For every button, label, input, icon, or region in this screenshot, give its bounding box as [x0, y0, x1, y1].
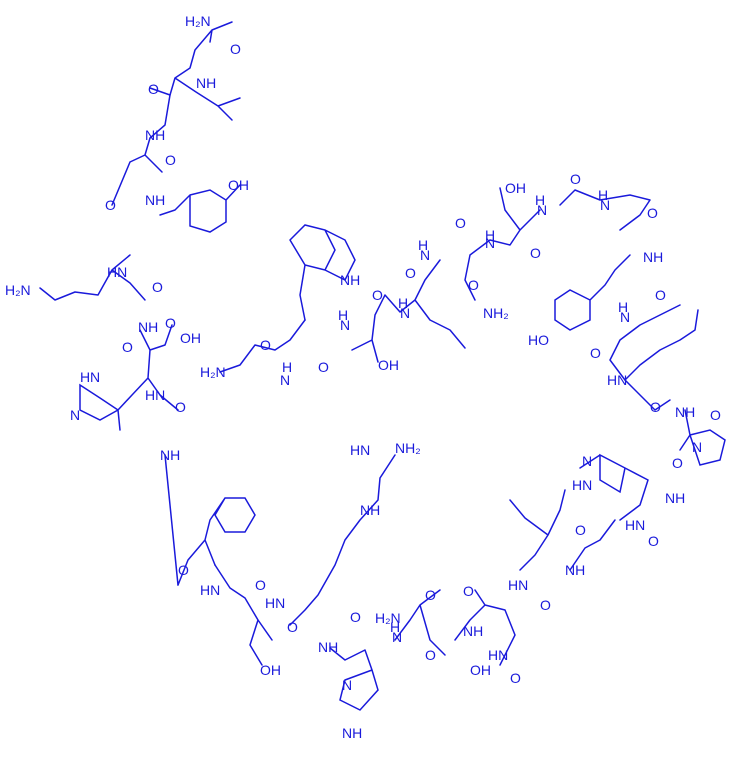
- label-o: O: [350, 609, 361, 625]
- label-o: O: [372, 287, 383, 303]
- label-o: O: [655, 287, 666, 303]
- label-n: N: [485, 235, 495, 251]
- label-n: N: [600, 197, 610, 213]
- label-trp-amine: H₂N: [200, 364, 226, 380]
- label-nh: NH: [160, 447, 180, 463]
- label-hn: HN: [488, 647, 508, 663]
- label-nh2: NH₂: [395, 440, 421, 456]
- label-o: O: [647, 205, 658, 221]
- label-n: N: [537, 202, 547, 218]
- label-oh: OH: [505, 180, 526, 196]
- label-o: O: [318, 359, 329, 375]
- label-nh: NH: [318, 639, 338, 655]
- label-h: H: [338, 307, 348, 323]
- label-n: N: [342, 677, 352, 693]
- label-nh: NH: [342, 725, 362, 741]
- label-amide-top: H₂N: [185, 13, 211, 29]
- label-h: H: [485, 227, 495, 243]
- label-o: O: [510, 670, 521, 686]
- label-h: H: [535, 192, 545, 208]
- label-ser-oh: OH: [260, 662, 281, 678]
- label-n: N: [90, 369, 100, 385]
- label-nh: NH: [643, 249, 663, 265]
- label-n: N: [692, 439, 702, 455]
- label-h: H: [598, 187, 608, 203]
- label-o: O: [575, 522, 586, 538]
- label-o: O: [425, 647, 436, 663]
- label-nh: NH: [145, 127, 165, 143]
- label-hn: HN: [350, 442, 370, 458]
- label-n: N: [582, 453, 592, 469]
- label-layer: H₂N O NH O NH O OH O NH HN O H₂N NH O OH…: [5, 13, 721, 741]
- label-o: O: [570, 171, 581, 187]
- label-nh: NH: [665, 490, 685, 506]
- label-h: H: [418, 237, 428, 253]
- label-o: O: [175, 399, 186, 415]
- label-o: O: [710, 407, 721, 423]
- label-asn-amide: NH₂: [483, 305, 509, 321]
- label-o: O: [152, 279, 163, 295]
- label-o: O: [165, 315, 176, 331]
- label-asn-amide-bottom: H₂N: [375, 610, 401, 626]
- label-n: N: [340, 317, 350, 333]
- label-nh: NH: [360, 502, 380, 518]
- label-o: O: [540, 597, 551, 613]
- label-o: O: [463, 583, 474, 599]
- label-o: O: [122, 339, 133, 355]
- label-n: N: [620, 309, 630, 325]
- label-asp-oh: OH: [470, 662, 491, 678]
- label-n: N: [420, 247, 430, 263]
- label-o: O: [165, 152, 176, 168]
- label-o: O: [178, 562, 189, 578]
- label-n: N: [400, 305, 410, 321]
- label-nh: NH: [340, 272, 360, 288]
- label-nh: NH: [196, 75, 216, 91]
- label-o: O: [148, 81, 159, 97]
- label-hn: HN: [107, 264, 127, 280]
- label-hn: HN: [145, 387, 165, 403]
- label-oh: OH: [228, 177, 249, 193]
- label-o: O: [672, 455, 683, 471]
- label-h: H: [80, 369, 90, 385]
- label-o: O: [230, 41, 241, 57]
- label-h: H: [618, 299, 628, 315]
- label-o: O: [260, 337, 271, 353]
- label-o: O: [648, 533, 659, 549]
- label-o: O: [650, 399, 661, 415]
- label-h: H: [390, 619, 400, 635]
- label-nh: NH: [565, 562, 585, 578]
- label-n: N: [70, 407, 80, 423]
- label-oh: OH: [378, 357, 399, 373]
- label-nh: NH: [138, 319, 158, 335]
- label-h: H: [398, 295, 408, 311]
- label-o: O: [425, 587, 436, 603]
- bond-layer: [39, 21, 726, 711]
- label-o: O: [468, 277, 479, 293]
- label-hn: HN: [607, 372, 627, 388]
- label-tyr-ho: HO: [528, 332, 549, 348]
- label-hn: HN: [265, 595, 285, 611]
- label-o: O: [455, 215, 466, 231]
- label-nh: NH: [145, 192, 165, 208]
- label-hn: HN: [508, 577, 528, 593]
- label-n: N: [392, 629, 402, 645]
- label-nh: NH: [463, 623, 483, 639]
- label-hn: HN: [625, 517, 645, 533]
- label-lys-amine: H₂N: [5, 282, 31, 298]
- label-o: O: [287, 619, 298, 635]
- label-nh: NH: [675, 404, 695, 420]
- label-o: O: [255, 577, 266, 593]
- label-o: O: [405, 265, 416, 281]
- label-o: O: [590, 345, 601, 361]
- label-n: N: [280, 372, 290, 388]
- label-hn: HN: [572, 477, 592, 493]
- label-hn: HN: [200, 582, 220, 598]
- label-o: O: [530, 245, 541, 261]
- label-h: H: [282, 359, 292, 375]
- label-o: O: [105, 197, 116, 213]
- label-oh: OH: [180, 330, 201, 346]
